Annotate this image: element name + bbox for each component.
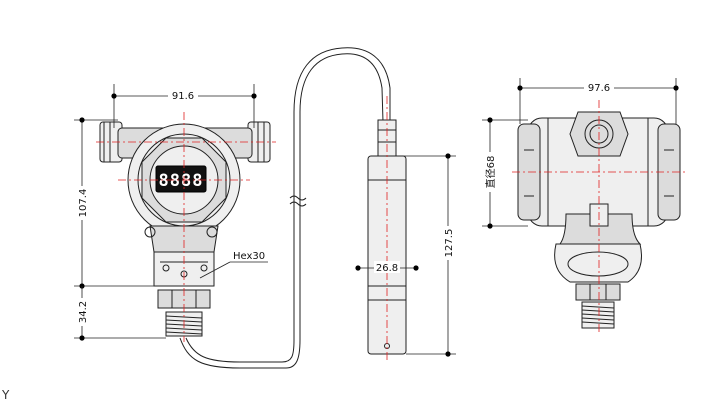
dim-probe-width-label: 26.8	[376, 263, 398, 274]
dim-fitting-height-label: 34.2	[78, 301, 89, 323]
front-view: 8888	[96, 112, 276, 342]
lcd-digits: 8888	[159, 171, 204, 191]
dim-front-width-label: 91.6	[172, 91, 194, 102]
dim-front-height: 107.4	[74, 117, 154, 289]
dim-probe-height: 127.5	[398, 153, 456, 357]
hex-label: Hex30	[233, 251, 265, 262]
hex-callout: Hex30	[199, 251, 268, 279]
side-view	[512, 100, 688, 334]
probe	[367, 96, 407, 362]
dim-front-width: 91.6	[111, 84, 257, 128]
dim-side-diameter-label: 直径68	[484, 156, 497, 189]
axis-corner-label: Y	[2, 388, 10, 402]
dim-probe-width: 26.8	[355, 261, 419, 274]
dim-fitting-height: 34.2	[74, 286, 166, 341]
lcd-display	[155, 165, 207, 193]
side-hex-nut	[575, 283, 621, 301]
dim-probe-height-label: 127.5	[444, 229, 455, 258]
cable	[179, 47, 391, 369]
dim-side-diameter: 直径68	[482, 117, 528, 229]
dim-side-width: 97.6	[517, 78, 679, 124]
dim-side-width-label: 97.6	[588, 83, 610, 94]
dim-front-height-label: 107.4	[78, 189, 89, 218]
